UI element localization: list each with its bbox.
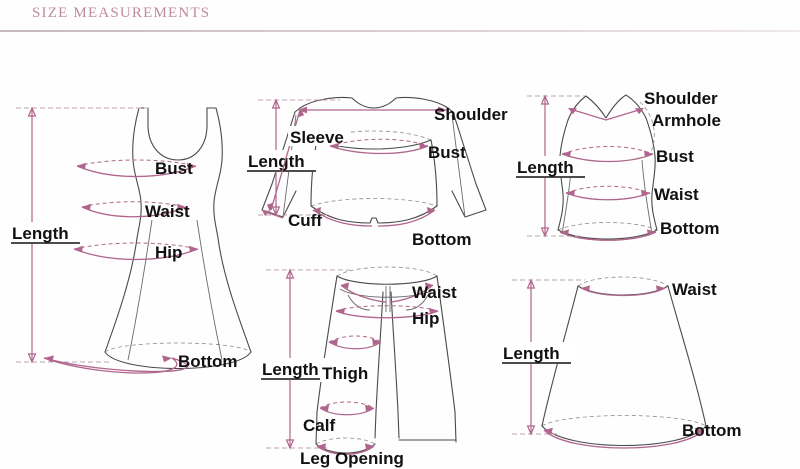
pants-calf-label: Calf <box>303 416 335 435</box>
tank-bust-label: Bust <box>656 147 694 166</box>
dress-waist-label: Waist <box>145 202 190 221</box>
pants-diagram: Length Waist Hip <box>260 266 457 468</box>
sweater-shoulder-label: Shoulder <box>434 105 508 124</box>
sweater-length-label: Length <box>248 152 305 171</box>
dress-bottom-label: Bottom <box>178 352 237 371</box>
pants-hip-label: Hip <box>412 309 439 328</box>
sweater-sleeve-label: Sleeve <box>290 128 344 147</box>
tank-length-label: Length <box>517 158 574 177</box>
tank-waist-measure <box>565 185 651 201</box>
tank-shoulder-measure <box>568 108 644 121</box>
skirt-length-label-bg <box>501 342 575 364</box>
dress-waist-measure <box>81 201 187 218</box>
pants-waist-label: Waist <box>412 283 457 302</box>
sweater-bottom-measure <box>312 207 436 227</box>
pants-thigh-measure <box>328 335 382 350</box>
sweater-bottom-label: Bottom <box>412 230 471 249</box>
skirt-length-label: Length <box>503 344 560 363</box>
skirt-waist-measure <box>580 285 666 297</box>
skirt-bottom-label: Bottom <box>682 421 741 440</box>
tank-bottom-label: Bottom <box>660 219 719 238</box>
pants-calf-measure <box>319 401 375 416</box>
sweater-cuff-measure <box>262 210 284 219</box>
pants-length-label-bg <box>260 358 334 380</box>
diagram-canvas: Length Bust Waist <box>0 30 800 469</box>
page-title: SIZE MEASUREMENTS <box>32 5 211 21</box>
skirt-waist-label: Waist <box>672 280 717 299</box>
sweater-diagram: Length Shoulder Sleeve <box>246 96 508 249</box>
page-header: SIZE MEASUREMENTS <box>0 0 800 32</box>
pants-leg-opening-measure <box>316 443 375 455</box>
pants-thigh-label-bg <box>320 362 374 382</box>
tank-waist-label: Waist <box>654 185 699 204</box>
dress-hip-label: Hip <box>155 243 182 262</box>
header-divider <box>0 30 800 32</box>
dress-bust-measure <box>76 159 197 178</box>
sweater-bust-label: Bust <box>428 143 466 162</box>
sweater-bust-measure <box>329 138 429 155</box>
sweater-cuff-label: Cuff <box>288 211 322 230</box>
skirt-diagram: Length Waist Bottom <box>501 276 741 449</box>
pants-thigh-label: Thigh <box>322 364 368 383</box>
tank-bottom-measure <box>559 229 657 241</box>
dress-length-label: Length <box>12 224 69 243</box>
tank-armhole-label: Armhole <box>652 111 721 130</box>
skirt-bottom-measure <box>543 427 705 449</box>
pants-waist-measure <box>340 282 434 303</box>
pants-length-label: Length <box>262 360 319 379</box>
pants-hip-measure <box>335 305 439 319</box>
sweater-shoulder-measure <box>298 106 447 114</box>
tank-bust-measure <box>561 146 654 163</box>
tank-shoulder-label: Shoulder <box>644 89 718 108</box>
dress-bust-label: Bust <box>155 159 193 178</box>
tank-length-label-bg <box>515 156 589 178</box>
sweater-sleeve-label-bg <box>288 126 350 146</box>
dress-length-label-bg <box>10 222 84 244</box>
pants-leg-opening-label: Leg Opening <box>300 449 404 468</box>
sweater-length-label-bg <box>246 150 320 172</box>
dress-bottom-measure <box>43 355 189 374</box>
dress-diagram: Length Bust Waist <box>10 106 252 374</box>
dress-hip-measure <box>73 242 199 261</box>
tank-top-diagram: Length Shoulder Armhole Bust <box>515 89 721 241</box>
